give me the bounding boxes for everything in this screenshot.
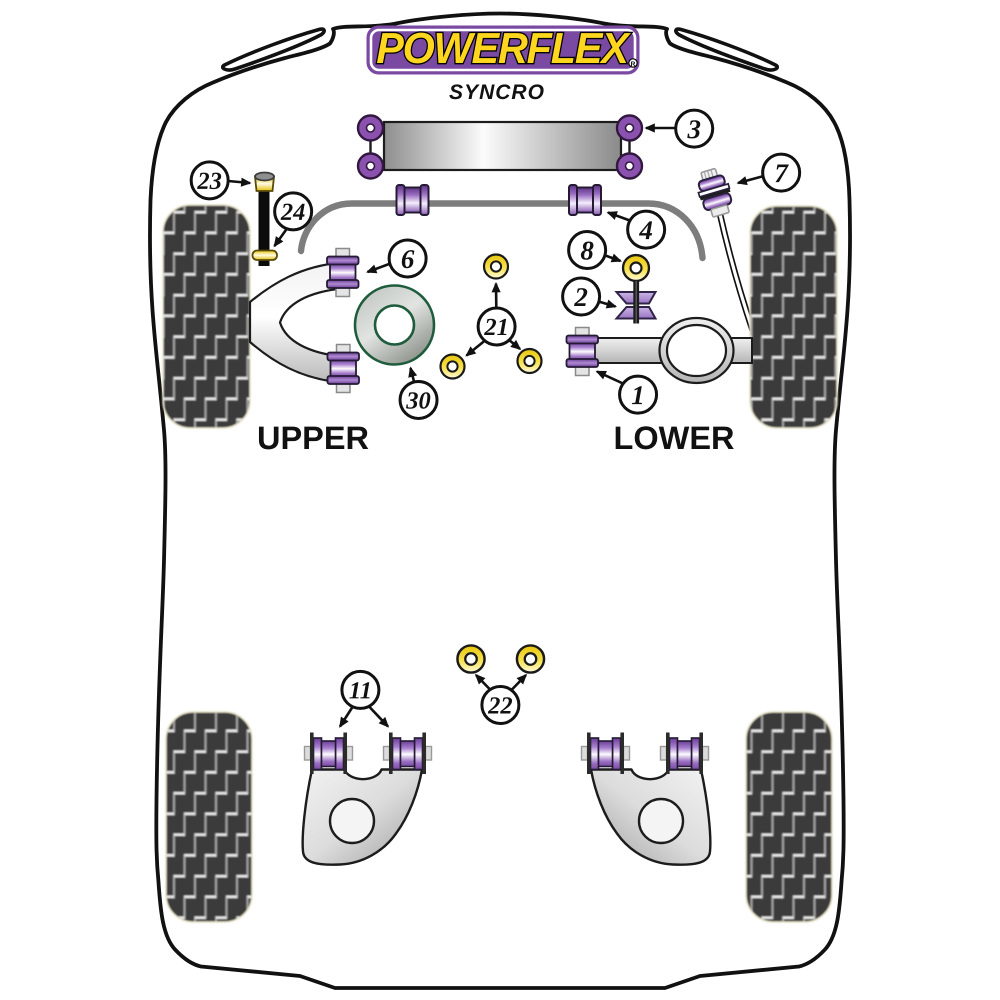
svg-text:11: 11: [349, 677, 372, 704]
svg-text:7: 7: [774, 158, 789, 188]
svg-text:24: 24: [280, 199, 306, 226]
svg-text:23: 23: [196, 168, 222, 195]
svg-text:3: 3: [686, 114, 701, 144]
svg-text:LOWER: LOWER: [614, 420, 735, 456]
svg-text:4: 4: [638, 215, 653, 245]
svg-text:30: 30: [405, 387, 431, 414]
svg-text:SYNCRO: SYNCRO: [449, 81, 545, 104]
svg-text:22: 22: [487, 692, 513, 719]
svg-text:R: R: [631, 61, 636, 68]
svg-text:1: 1: [631, 380, 645, 410]
svg-text:6: 6: [401, 244, 415, 274]
svg-text:POWERFLEX: POWERFLEX: [376, 25, 631, 73]
svg-text:2: 2: [573, 282, 588, 312]
svg-text:UPPER: UPPER: [257, 420, 369, 456]
svg-text:21: 21: [483, 314, 509, 341]
svg-text:8: 8: [580, 236, 594, 266]
